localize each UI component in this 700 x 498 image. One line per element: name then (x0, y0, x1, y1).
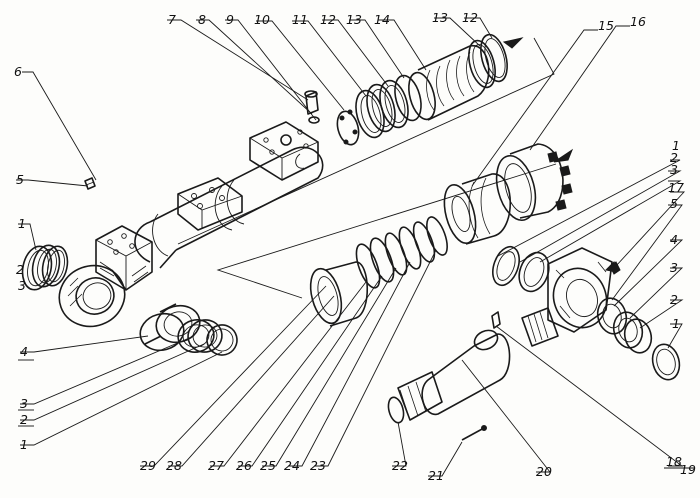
callout-labels: 5 1 2 3 6 7 8 9 10 11 12 13 14 13 12 15 … (14, 10, 696, 483)
pin-18-19 (491, 311, 501, 329)
callout-2-bl: 2 (20, 412, 28, 427)
callout-21: 21 (428, 468, 444, 483)
callout-3-bl: 3 (20, 396, 28, 411)
barrel-port-block (249, 121, 319, 181)
callout-3-right-b: 3 (670, 260, 678, 275)
callout-23: 23 (310, 458, 326, 473)
callout-20: 20 (536, 464, 552, 479)
callout-26: 26 (236, 458, 252, 473)
callout-4-bl: 4 (20, 344, 28, 359)
bolt-8 (304, 90, 319, 115)
rear-eye-rings (21, 244, 69, 291)
callout-24: 24 (284, 458, 300, 473)
callout-5: 5 (16, 172, 24, 187)
barrel-mounting-pad (177, 177, 243, 231)
callout-8: 8 (198, 12, 206, 27)
callout-1-bl: 1 (20, 437, 28, 452)
callout-16: 16 (630, 14, 646, 29)
callout-14: 14 (374, 12, 390, 27)
callout-13-top: 13 (346, 12, 362, 27)
callout-19: 19 (680, 462, 696, 477)
callout-13-b: 13 (432, 10, 448, 25)
gland-body-15 (443, 173, 511, 245)
rod-threaded-end (397, 371, 443, 421)
rear-rings-3-2-1 (177, 319, 238, 356)
callout-11: 11 (292, 12, 308, 27)
pin-21 (461, 425, 487, 441)
gland-16 (495, 143, 573, 222)
piston-rod-20 (399, 329, 511, 421)
callout-2-right-b: 2 (670, 292, 678, 307)
callout-1-left: 1 (18, 216, 26, 231)
piston-14 (408, 45, 490, 121)
callout-25: 25 (260, 458, 276, 473)
callout-17: 17 (668, 180, 684, 195)
callout-9: 9 (226, 12, 234, 27)
callout-10: 10 (254, 12, 270, 27)
callout-12-top: 12 (320, 12, 336, 27)
callout-6-barrel: 6 (14, 64, 22, 79)
callout-7: 7 (168, 12, 176, 27)
callout-5-right: 5 (670, 196, 678, 211)
cylinder-barrel (134, 146, 324, 269)
nut-10 (336, 109, 360, 146)
callout-3-right: 3 (670, 162, 678, 177)
plug-5 (84, 177, 96, 190)
leader-lines (16, 17, 686, 477)
rear-bushing-4 (139, 303, 201, 352)
callout-12-b: 12 (462, 10, 478, 25)
callout-1-right-b: 1 (672, 316, 680, 331)
rear-clevis-block (95, 225, 153, 291)
rod-eye-rings-right (596, 297, 681, 381)
rear-mounting-eye (58, 264, 127, 328)
callout-4-right: 4 (670, 232, 678, 247)
rod-eye-body (547, 247, 613, 333)
callout-1-right: 1 (672, 138, 680, 153)
piston-seal-stack (355, 74, 422, 139)
callout-2-right: 2 (670, 150, 678, 165)
callout-15: 15 (598, 18, 614, 33)
threaded-sleeve (521, 307, 559, 347)
callout-2-left: 2 (16, 262, 24, 277)
callout-29: 29 (140, 458, 156, 473)
callout-22: 22 (392, 458, 408, 473)
callout-18: 18 (666, 454, 682, 469)
ring-22 (387, 396, 405, 424)
callout-27: 27 (208, 458, 224, 473)
gland-bushing-28 (309, 261, 369, 327)
rod-eye-rings (492, 245, 550, 293)
callout-28: 28 (166, 458, 182, 473)
rings-13-12 (468, 33, 508, 89)
callout-3-left: 3 (18, 278, 26, 293)
